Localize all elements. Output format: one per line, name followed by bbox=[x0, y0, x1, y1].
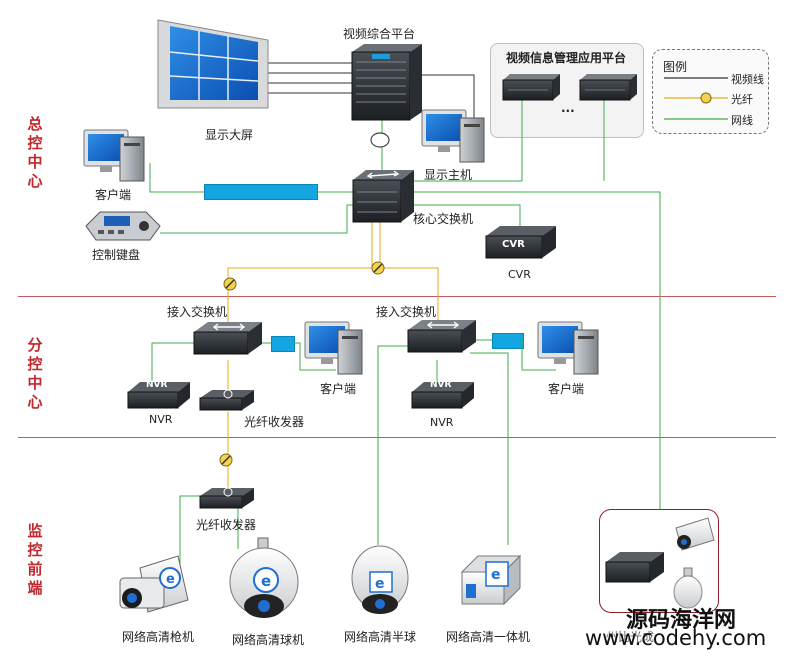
vims-ellipsis-label: ... bbox=[561, 101, 575, 115]
access-switch-right-label: 接入交换机 bbox=[376, 305, 437, 319]
bullet-camera-label: 网络高清枪机 bbox=[122, 630, 195, 644]
display-wall-label: 显示大屏 bbox=[205, 128, 254, 142]
watermark-url: www.codehy.com bbox=[585, 626, 767, 650]
legend-network-label: 网线 bbox=[731, 114, 753, 127]
edge-dome-camera-icon bbox=[673, 567, 703, 609]
divider-sub-front bbox=[18, 437, 776, 438]
video-lines bbox=[266, 62, 475, 118]
nvr-right-label: NVR bbox=[430, 416, 454, 429]
nvr-left-label: NVR bbox=[149, 413, 173, 426]
core-switch-label: 核心交换机 bbox=[413, 212, 474, 226]
fiber-transceiver-front-icon bbox=[199, 487, 254, 509]
sub-left-link-bar bbox=[271, 336, 295, 352]
access-switch-right-icon bbox=[407, 320, 476, 353]
nvr-right-badge: NVR bbox=[430, 380, 452, 390]
half-dome-camera-icon: e bbox=[351, 545, 409, 614]
watermark-title: 源码海洋网 bbox=[626, 608, 737, 633]
client-top-pc-icon bbox=[83, 129, 145, 182]
vims-platform-label: 视频信息管理应用平台 bbox=[506, 51, 627, 65]
fiber-transceiver-sub-label: 光纤收发器 bbox=[244, 415, 305, 429]
cvr-label: CVR bbox=[508, 268, 531, 281]
legend-fiber-label: 光纤 bbox=[731, 93, 753, 106]
half-dome-camera-label: 网络高清半球 bbox=[344, 630, 417, 644]
cvr-icon bbox=[485, 226, 556, 259]
bullet-camera-icon: e bbox=[119, 555, 189, 613]
display-host-pc-icon bbox=[421, 109, 485, 163]
access-switch-left-icon bbox=[193, 322, 262, 355]
client-top-label: 客户端 bbox=[95, 188, 132, 202]
svg-text:e: e bbox=[491, 567, 501, 583]
edge-partial-label: 州比光成 bbox=[606, 630, 655, 644]
zone-front-end-text: 监控前端 bbox=[27, 522, 43, 597]
zone-control-center: 总控中心 bbox=[26, 115, 44, 191]
dome-camera-icon: e bbox=[229, 537, 299, 618]
svg-text:e: e bbox=[375, 576, 385, 592]
legend-samples bbox=[664, 77, 728, 120]
edge-bullet-camera-icon bbox=[675, 517, 715, 551]
fiber-marker-icon bbox=[219, 261, 385, 467]
client-sub-left-label: 客户端 bbox=[320, 382, 357, 396]
legend-title: 图例 bbox=[663, 60, 688, 74]
client-sub-right-pc-icon bbox=[537, 321, 599, 375]
svg-text:e: e bbox=[166, 572, 175, 587]
fiber-lines bbox=[227, 222, 439, 491]
nvr-left-icon bbox=[127, 382, 190, 409]
zone-control-center-text: 总控中心 bbox=[27, 115, 43, 190]
nvr-right-icon bbox=[411, 382, 474, 409]
edge-nvr-icon bbox=[605, 552, 664, 583]
vims-server-icon bbox=[502, 74, 637, 101]
access-switch-left-label: 接入交换机 bbox=[167, 305, 228, 319]
display-wall-icon bbox=[157, 19, 269, 109]
sub-right-link-bar bbox=[492, 333, 524, 349]
zone-sub-center: 分控中心 bbox=[26, 336, 44, 412]
integrated-camera-label: 网络高清一体机 bbox=[446, 630, 531, 644]
fiber-transceiver-sub-icon bbox=[199, 389, 254, 411]
fiber-transceiver-front-label: 光纤收发器 bbox=[196, 518, 257, 532]
nvr-left-badge: NVR bbox=[146, 380, 168, 390]
video-platform-label: 视频综合平台 bbox=[343, 27, 416, 41]
legend-video-label: 视频线 bbox=[731, 73, 764, 86]
client-sub-right-label: 客户端 bbox=[548, 382, 585, 396]
video-platform-icon bbox=[351, 44, 422, 121]
dome-camera-label: 网络高清球机 bbox=[232, 633, 305, 647]
uplink-connector-icon bbox=[370, 132, 390, 148]
control-keyboard-label: 控制键盘 bbox=[92, 248, 141, 262]
core-switch-icon bbox=[352, 170, 414, 223]
divider-control-sub bbox=[18, 296, 776, 297]
cvr-badge: CVR bbox=[502, 239, 525, 250]
integrated-camera-icon: e bbox=[460, 554, 522, 606]
legend-box bbox=[652, 49, 769, 134]
client-sub-left-pc-icon bbox=[304, 321, 363, 375]
control-keyboard-icon bbox=[85, 211, 161, 241]
zone-sub-center-text: 分控中心 bbox=[27, 336, 43, 411]
network-lines bbox=[149, 97, 661, 565]
zone-front-end: 监控前端 bbox=[26, 522, 44, 598]
display-host-label: 显示主机 bbox=[424, 168, 473, 182]
svg-text:e: e bbox=[261, 572, 271, 590]
